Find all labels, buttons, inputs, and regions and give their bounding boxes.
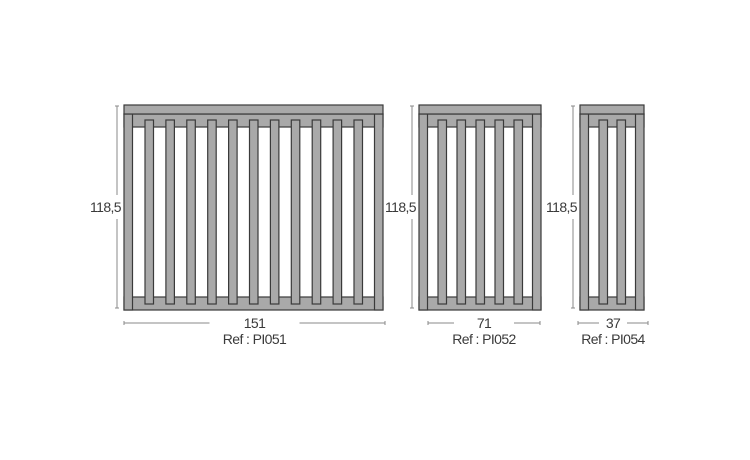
slat — [494, 119, 505, 305]
slat — [144, 119, 155, 305]
right-post — [531, 113, 542, 311]
top-cap — [418, 104, 542, 115]
height-label: 118,5 — [90, 199, 122, 215]
slat — [513, 119, 524, 305]
top-cap — [123, 104, 384, 115]
width-label: 37 — [606, 315, 621, 331]
height-label: 118,5 — [546, 199, 578, 215]
slat — [353, 119, 364, 305]
top-cap — [579, 104, 645, 115]
slat — [311, 119, 322, 305]
slat — [290, 119, 301, 305]
reference-label: Ref : PI052 — [452, 331, 516, 347]
bottom-rail — [579, 296, 645, 311]
slat — [332, 119, 343, 305]
top-rail — [579, 113, 645, 128]
right-post — [373, 113, 384, 311]
slat — [165, 119, 175, 305]
reference-label: Ref : PI054 — [581, 331, 645, 347]
fence-panel — [579, 104, 645, 311]
slat — [207, 119, 217, 305]
reference-label: Ref : PI051 — [223, 331, 287, 347]
slat — [269, 119, 280, 305]
fence-panel — [418, 104, 542, 311]
slat — [616, 119, 627, 305]
width-label: 71 — [477, 315, 492, 331]
fence-panel — [123, 104, 384, 311]
slat — [186, 119, 196, 305]
width-label: 151 — [244, 315, 266, 331]
left-post — [418, 113, 429, 311]
slat — [437, 119, 448, 305]
slat — [228, 119, 238, 305]
height-label: 118,5 — [385, 199, 417, 215]
slat — [456, 119, 467, 305]
left-post — [123, 113, 134, 311]
slat — [598, 119, 609, 305]
left-post — [579, 113, 590, 311]
right-post — [634, 113, 645, 311]
slat — [475, 119, 486, 305]
slat — [248, 119, 259, 305]
